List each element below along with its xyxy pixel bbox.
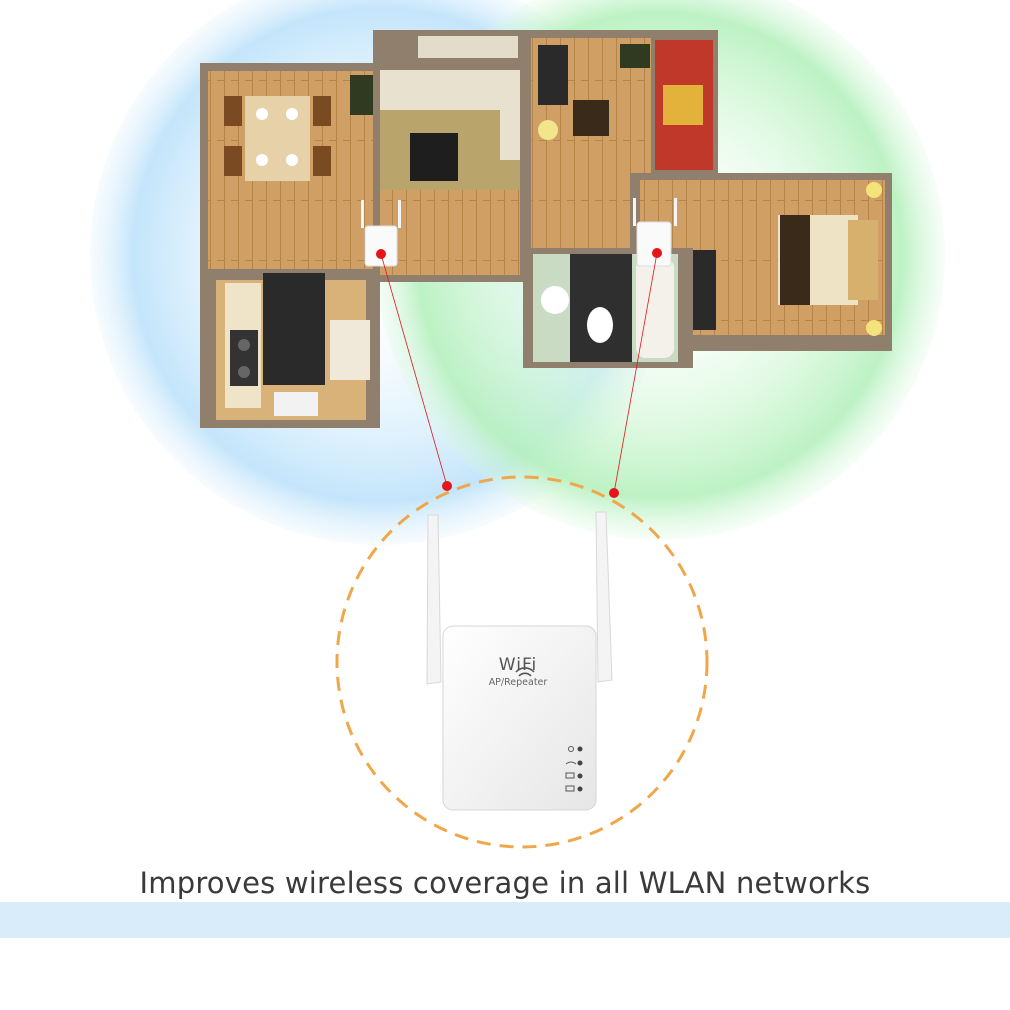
pointer-dot-right [609,488,619,498]
wifi-repeater-device [426,511,613,811]
bottom-band [0,902,1010,938]
wifi-icon [565,761,577,765]
pointer-line-left [380,253,448,487]
ethernet-icon [565,785,575,792]
zoom-circle [335,475,709,849]
pointer-line-right [613,252,658,494]
antenna-left-icon [426,514,442,685]
caption-text: Improves wireless coverage in all WLAN n… [139,866,871,900]
floor-plan [200,30,892,428]
router-left-icon [361,200,401,267]
device-brand-label: WiFi [498,655,538,675]
power-icon [568,746,574,752]
status-lights [565,746,583,792]
monitor-icon [565,772,575,779]
device-subtitle-label: AP/Repeater [488,677,548,688]
wifi-logo-icon [515,667,535,677]
pointer-dot-left [442,481,452,491]
antenna-right-icon [595,511,613,683]
